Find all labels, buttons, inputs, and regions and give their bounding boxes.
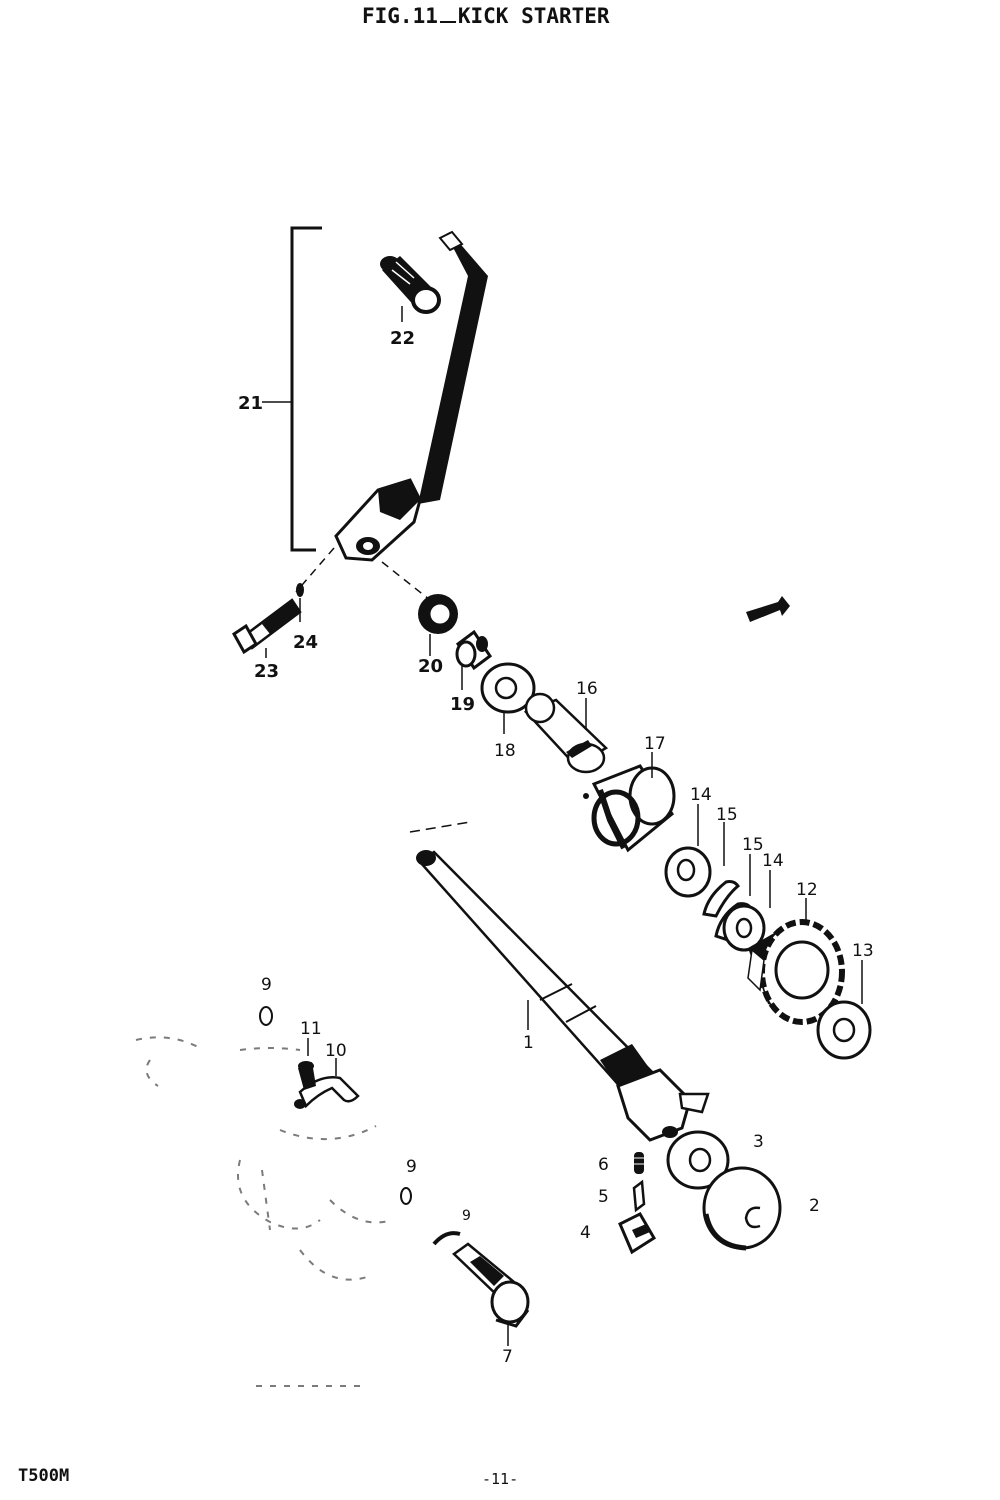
callout-14-lower: 14 bbox=[762, 851, 784, 871]
callout-4: 4 bbox=[580, 1223, 591, 1243]
spring-guide bbox=[523, 692, 609, 774]
o-ring-9b bbox=[400, 1187, 412, 1205]
pawl-pin-5 bbox=[632, 1179, 646, 1213]
callout-19: 19 bbox=[450, 694, 475, 715]
lever-rubber-grip bbox=[380, 256, 441, 314]
callout-15-upper: 15 bbox=[716, 805, 738, 825]
figure-name: KICK STARTER bbox=[457, 4, 610, 28]
callout-3: 3 bbox=[753, 1132, 764, 1152]
callout-17: 17 bbox=[644, 734, 666, 754]
crankcase-outline-faint bbox=[135, 1036, 393, 1387]
callout-12: 12 bbox=[796, 880, 818, 900]
callout-14-upper: 14 bbox=[690, 785, 712, 805]
callout-11: 11 bbox=[300, 1019, 322, 1039]
lever-boss-shadow bbox=[378, 480, 420, 520]
pawl-spring-6 bbox=[634, 1152, 644, 1174]
callout-2: 2 bbox=[809, 1196, 820, 1216]
shaft-bush bbox=[455, 629, 493, 671]
kick-starter-gear bbox=[747, 919, 845, 1025]
bolt-thread bbox=[262, 600, 300, 634]
bolt-washer bbox=[296, 583, 304, 597]
callout-24: 24 bbox=[293, 632, 318, 653]
shaft-cap-2 bbox=[702, 1166, 782, 1251]
axis-dash-upper bbox=[381, 561, 431, 601]
shaft-washer-3 bbox=[666, 1130, 730, 1190]
callout-9-snap-ring: 9 bbox=[462, 1208, 471, 1224]
bolt-head bbox=[232, 623, 258, 655]
assembly-bracket bbox=[290, 226, 322, 552]
crankcase-arrow-mark bbox=[746, 596, 790, 622]
callout-15-lower: 15 bbox=[742, 835, 764, 855]
callout-20: 20 bbox=[418, 656, 443, 677]
callout-16: 16 bbox=[576, 679, 598, 699]
thrust-washer-13 bbox=[816, 1000, 872, 1060]
callout-5: 5 bbox=[598, 1187, 609, 1207]
callout-1: 1 bbox=[523, 1033, 534, 1053]
thrust-washer-14b bbox=[722, 904, 766, 952]
callout-22: 22 bbox=[390, 328, 415, 349]
stopper-screw-11 bbox=[298, 1061, 316, 1090]
oil-seal bbox=[418, 594, 458, 634]
o-ring-9a bbox=[259, 1006, 273, 1026]
callout-21: 21 bbox=[238, 393, 263, 414]
figure-title: FIG.11 KICK STARTER bbox=[362, 4, 610, 28]
boss-bore-inner bbox=[363, 542, 373, 550]
kick-return-spring bbox=[583, 764, 676, 853]
callout-6: 6 bbox=[598, 1155, 609, 1175]
kick-lever-assembly bbox=[262, 226, 488, 562]
callout-10: 10 bbox=[325, 1041, 347, 1061]
callout-9-lower: 9 bbox=[406, 1157, 417, 1177]
model-code: T500M bbox=[18, 1466, 70, 1486]
circlip-15a bbox=[702, 880, 740, 918]
kick-pawl-4 bbox=[618, 1212, 657, 1255]
callout-18: 18 bbox=[494, 741, 516, 761]
callout-23: 23 bbox=[254, 661, 279, 682]
thrust-washer-18 bbox=[480, 662, 536, 714]
kick-starter-shaft bbox=[409, 821, 710, 1142]
thrust-washer-14a bbox=[664, 846, 712, 898]
callout-13: 13 bbox=[852, 941, 874, 961]
lever-bolt-and-washer bbox=[232, 547, 335, 658]
callout-9-upper: 9 bbox=[261, 975, 272, 995]
figure-number: FIG.11 bbox=[362, 4, 438, 28]
lever-tip bbox=[438, 230, 464, 252]
page-number: -11- bbox=[482, 1470, 519, 1488]
callout-7: 7 bbox=[502, 1347, 513, 1367]
kick-shaft-parts bbox=[381, 561, 872, 1060]
kick-stopper-guide-bolt bbox=[432, 1231, 530, 1328]
snap-ring bbox=[432, 1231, 461, 1246]
kick-lever-arm bbox=[418, 232, 488, 504]
callout-labels: 1 2 3 4 5 6 7 9 9 9 10 11 12 13 14 14 15… bbox=[238, 328, 874, 1367]
